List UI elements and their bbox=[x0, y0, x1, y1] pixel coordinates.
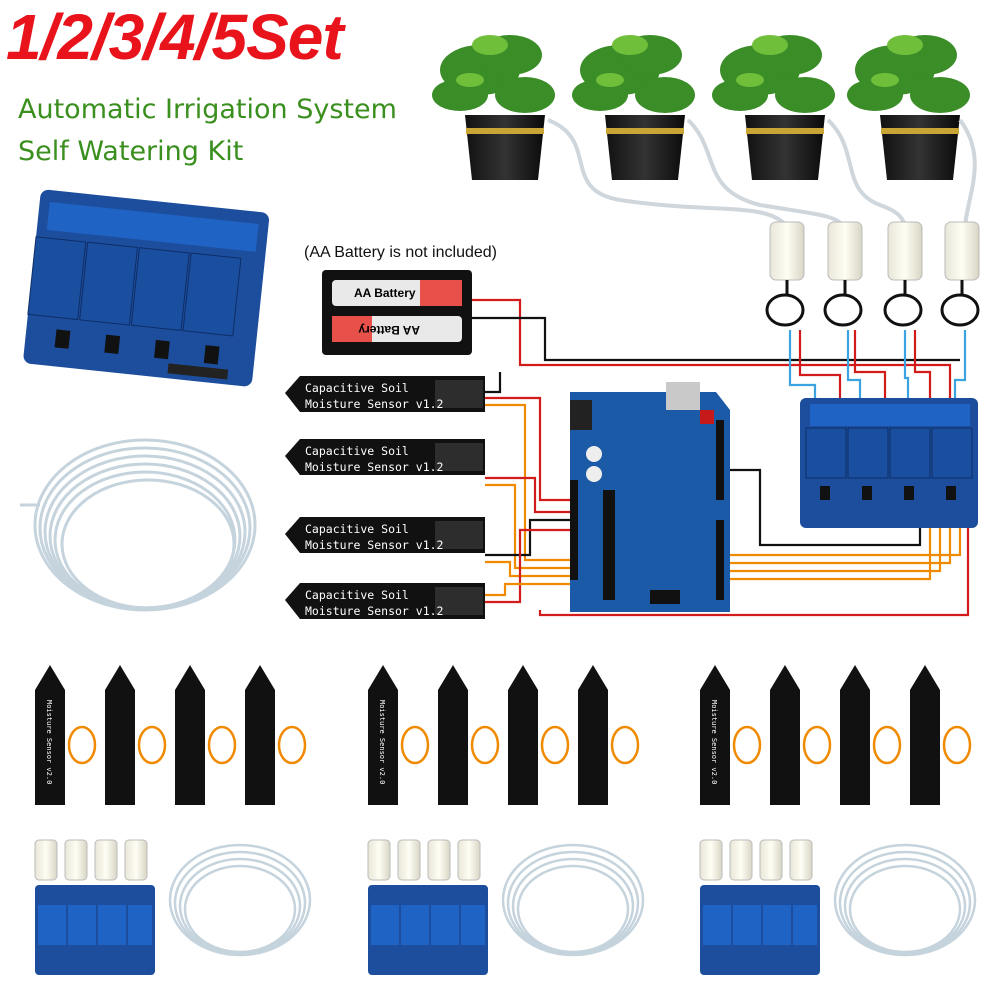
battery-note: (AA Battery is not included) bbox=[304, 244, 497, 261]
battery-label-bottom: AA Battery bbox=[358, 323, 420, 337]
sensor-2-label-line1: Capacitive Soil bbox=[305, 444, 409, 458]
kit-2-sensor-label: Moisture Sensor v2.0 bbox=[378, 700, 386, 784]
plant-pot-1 bbox=[432, 35, 555, 180]
sensor-probe-4 bbox=[285, 583, 485, 619]
sensor-4-label-line1: Capacitive Soil bbox=[305, 588, 409, 602]
sensor-1-label-line1: Capacitive Soil bbox=[305, 381, 409, 395]
wiring bbox=[470, 298, 970, 617]
sensor-3-label-line2: Moisture Sensor v1.2 bbox=[305, 538, 443, 552]
plant-pot-3 bbox=[712, 35, 835, 180]
subtitle-line-1: Automatic Irrigation System bbox=[18, 94, 397, 125]
sensor-probe-3 bbox=[285, 517, 485, 553]
sensor-3-label-line1: Capacitive Soil bbox=[305, 522, 409, 536]
kit-3-sensor-label: Moisture Sensor v2.0 bbox=[710, 700, 718, 784]
sensor-4-label-line2: Moisture Sensor v1.2 bbox=[305, 604, 443, 618]
water-tubes bbox=[547, 118, 977, 232]
kit-2 bbox=[367, 665, 645, 975]
sensor-1-label-line2: Moisture Sensor v1.2 bbox=[305, 397, 443, 411]
relay-board-wired bbox=[800, 398, 978, 528]
sensor-probe-1 bbox=[285, 376, 485, 412]
kit-3 bbox=[699, 665, 977, 975]
relay-board-large bbox=[23, 189, 270, 387]
battery-label-top: AA Battery bbox=[354, 286, 416, 300]
plant-pot-4 bbox=[847, 35, 970, 180]
battery-holder bbox=[322, 270, 472, 355]
arduino-board bbox=[570, 382, 730, 612]
subtitle-line-2: Self Watering Kit bbox=[18, 136, 244, 167]
moisture-sensors bbox=[285, 376, 485, 619]
water-pumps bbox=[765, 221, 980, 327]
sensor-2-label-line2: Moisture Sensor v1.2 bbox=[305, 460, 443, 474]
kit-1-sensor-label: Moisture Sensor v2.0 bbox=[45, 700, 53, 784]
tubing-coil-main bbox=[20, 438, 257, 612]
sensor-probe-2 bbox=[285, 439, 485, 475]
kit-1 bbox=[34, 665, 312, 975]
headline: 1/2/3/4/5Set bbox=[6, 1, 344, 73]
plant-pot-2 bbox=[572, 35, 695, 180]
